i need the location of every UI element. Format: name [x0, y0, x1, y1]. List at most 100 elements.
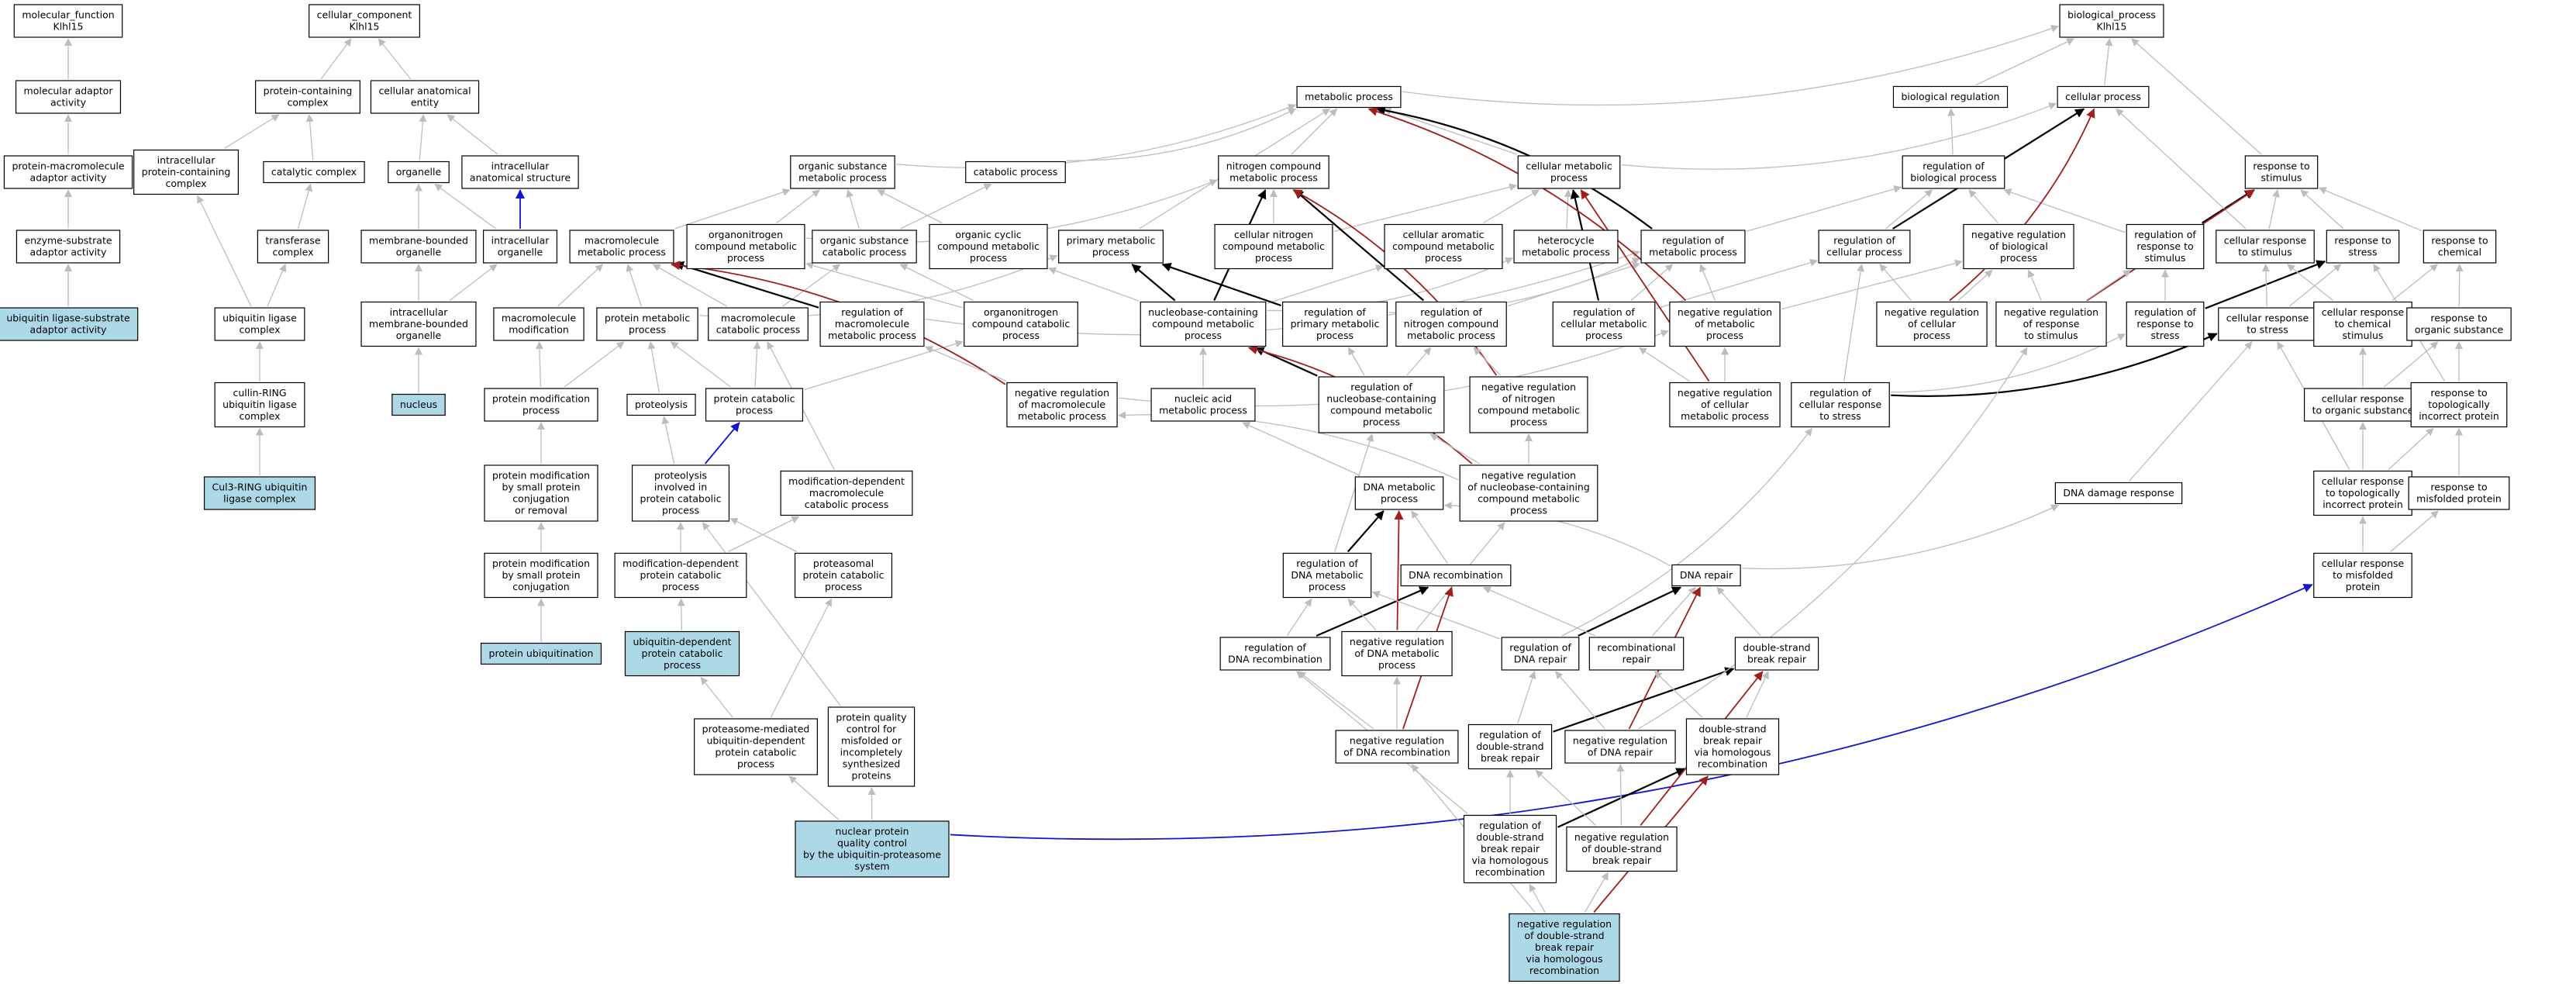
go-term-node[interactable]: organelle — [388, 161, 450, 184]
go-term-node[interactable]: regulation ofnucleobase-containingcompou… — [1318, 376, 1445, 433]
go-term-node[interactable]: biological regulation — [1892, 85, 2009, 109]
go-term-node[interactable]: catalytic complex — [263, 161, 365, 184]
go-term-node[interactable]: catabolic process — [965, 161, 1066, 184]
go-term-node[interactable]: DNA repair — [1671, 564, 1741, 587]
go-term-node[interactable]: DNA recombination — [1400, 564, 1512, 587]
go-term-node[interactable]: DNA damage response — [2054, 482, 2183, 505]
go-term-node[interactable]: protein ubiquitination — [480, 642, 602, 665]
go-term-node[interactable]: cellular process — [2057, 85, 2150, 109]
go-term-node[interactable]: metabolic process — [1296, 85, 1402, 109]
go-term-node[interactable]: nucleus — [391, 393, 446, 416]
go-term-node[interactable]: modification-dependentmacromoleculecatab… — [780, 470, 913, 516]
go-term-node[interactable]: proteasome-mediatedubiquitin-dependentpr… — [694, 718, 818, 775]
go-term-node[interactable]: proteolysis — [626, 393, 696, 416]
